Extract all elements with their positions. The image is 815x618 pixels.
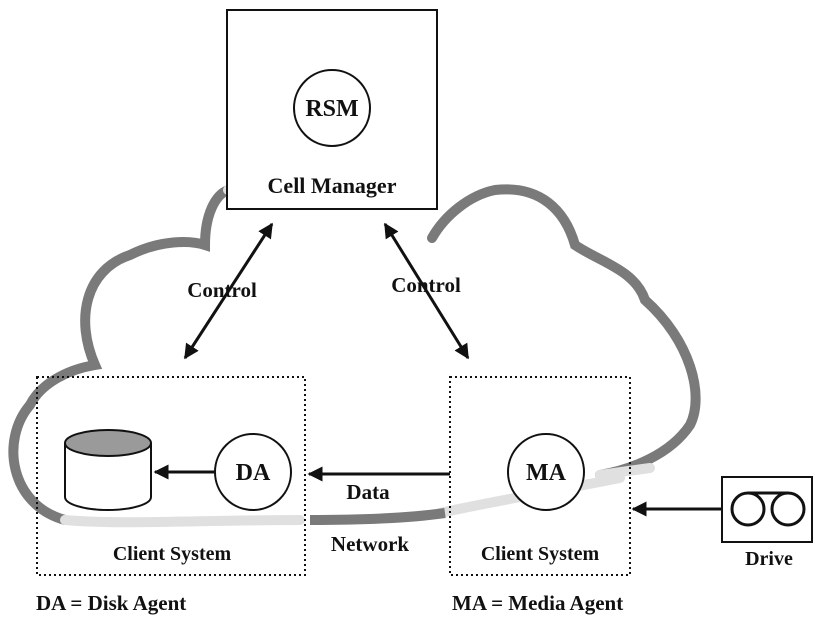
legend-disk-agent: DA = Disk Agent [36,591,186,615]
client-system-right-box [449,376,631,576]
rsm-label: RSM [305,96,358,122]
control-label-left: Control [187,278,257,302]
ma-circle [507,433,585,511]
da-label: DA [236,460,271,486]
network-cloud-dark-bottom [309,508,446,525]
client-system-left-box [36,376,306,576]
client-system-right-label: Client System [481,543,600,565]
ma-label: MA [526,460,567,486]
disk-icon [64,429,152,511]
control-arrow-left [183,222,274,360]
client-system-left-label: Client System [113,543,232,565]
drive-label: Drive [745,548,793,570]
rsm-circle [293,69,371,147]
drive-reel-left [730,491,766,527]
data-label: Data [346,480,390,504]
drive-reel-right [770,491,806,527]
network-label: Network [331,532,409,556]
network-cloud-light-right [595,463,655,480]
legend-media-agent: MA = Media Agent [452,591,623,615]
cell-manager-label: Cell Manager [268,173,397,198]
control-label-right: Control [391,273,461,297]
control-arrow-right [383,222,470,360]
